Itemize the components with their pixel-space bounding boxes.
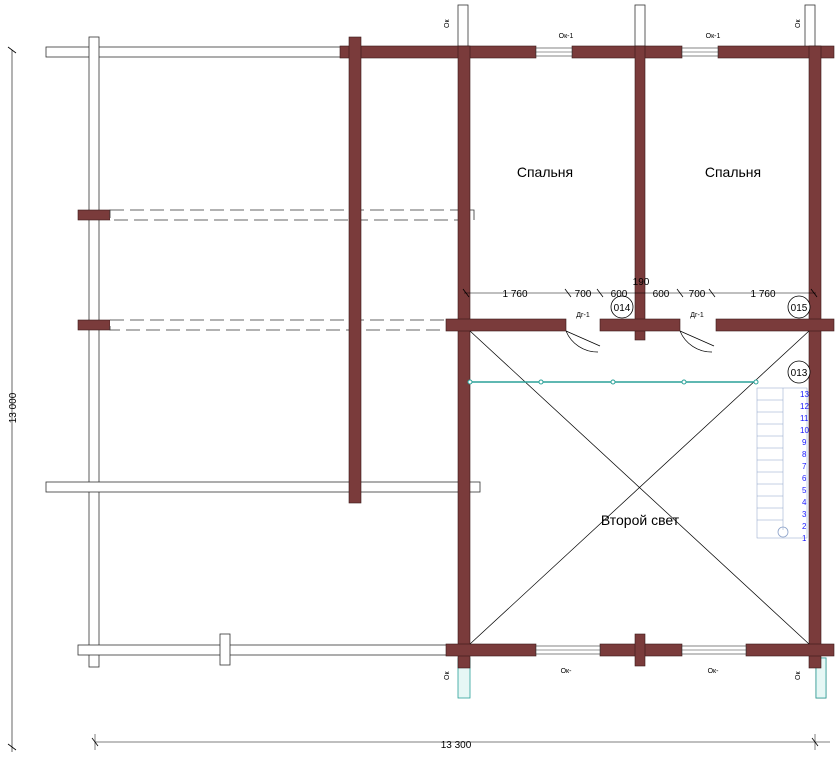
overall-width-dimension: 13 300 [91,734,830,751]
stair-step-9: 9 [802,438,807,447]
top-wall-2 [571,45,683,59]
top-stub-mid [634,4,646,48]
window-label-bottom-right: Ок- [708,668,720,675]
bottom-stub-beam [219,633,231,666]
top-stub-right [804,4,816,48]
door-label-right: Дг-1 [690,312,704,319]
dim-700-left: 700 [575,289,592,300]
dim-total-width: 13 300 [441,740,472,751]
stair-step-4: 4 [802,498,807,507]
stair-step-10: 10 [800,426,809,435]
marker-014: 014 [610,295,634,319]
bottom-wall-post [634,633,646,667]
stair-step-7: 7 [802,462,807,471]
corridor-dimensions: 1 760 700 600 190 600 700 1 760 [462,277,818,300]
dim-1760-left: 1 760 [502,289,527,300]
room-label-second-light: Второй свет [601,512,680,528]
room-label-bedroom-right: Спальня [705,164,761,180]
dim-700-right: 700 [689,289,706,300]
top-stub-left [457,4,469,48]
log-walls [339,36,835,669]
window-label-bottom-left: Ок- [561,668,573,675]
axis-mark-top-right: Ок [795,19,802,28]
marker-014-label: 014 [614,303,631,314]
stair-step-8: 8 [802,450,807,459]
dashed-beams [77,209,475,331]
stair-step-5: 5 [802,486,807,495]
staircase: 13 12 11 10 9 8 7 6 5 4 3 2 1 [756,387,809,543]
dashed-beam-1 [109,209,475,221]
top-wall-1 [339,45,537,59]
bedroom-divider-wall [634,45,646,341]
window-label-top-right: Ок-1 [706,33,721,40]
dashed-beam-2 [109,319,451,331]
house-left-wall [457,45,471,669]
window-label-top-left: Ок-1 [559,33,574,40]
dim-190: 190 [633,277,650,288]
left-post-beam [88,36,100,668]
stair-step-1: 1 [802,534,807,543]
stair-step-12: 12 [800,402,809,411]
door-label-left: Дг-1 [576,312,590,319]
bottom-wall-3 [745,643,835,657]
inner-column-left [348,36,362,504]
room-label-bedroom-left: Спальня [517,164,573,180]
second-light-void [467,330,810,645]
stair-step-2: 2 [802,522,807,531]
corridor-wall-2 [599,318,681,332]
marker-013-label: 013 [791,368,808,379]
dashed-beam-2-cap [77,319,111,331]
stair-step-6: 6 [802,474,807,483]
house-right-wall [808,45,822,669]
axis-mark-bottom-left: Ок [444,671,451,680]
dim-600-right: 600 [653,289,670,300]
dim-1760-right: 1 760 [750,289,775,300]
corridor-wall-3 [715,318,835,332]
dim-600-left: 600 [611,289,628,300]
dim-total-height: 13 000 [8,392,19,423]
stair-step-13: 13 [800,390,809,399]
marker-015: 015 [787,295,811,319]
bottom-left-beam [77,644,454,656]
corridor-wall-1 [445,318,567,332]
stair-step-3: 3 [802,510,807,519]
marker-015-label: 015 [791,303,808,314]
overall-height-dimension: 13 000 [7,46,19,752]
bottom-wall-1 [445,643,537,657]
axis-mark-bottom-right: Ок [795,671,802,680]
marker-013: 013 [787,360,811,384]
dashed-beam-1-cap [77,209,111,221]
stair-step-11: 11 [800,414,809,423]
doors [565,330,715,353]
axis-mark-top-left: Ок [444,19,451,28]
open-deck-beams [45,4,827,699]
middle-horizontal-beam [45,481,481,493]
